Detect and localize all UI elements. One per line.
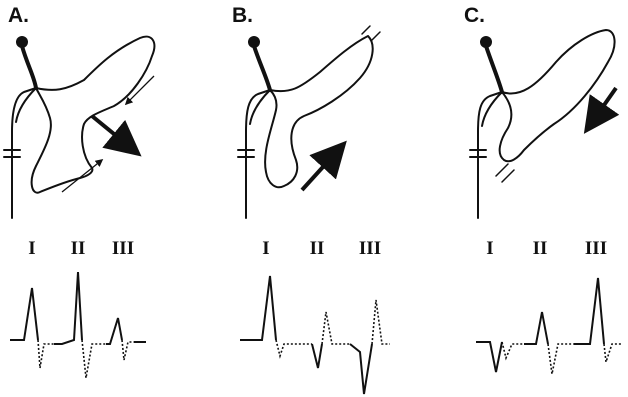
axon-stem: [478, 92, 502, 218]
roman-iii: III: [359, 238, 381, 259]
waveform-solid-ii: [54, 272, 82, 344]
waveform-solid-i: [240, 276, 276, 340]
roman-labels: I II III: [28, 238, 134, 259]
panel-a: A. I II III: [4, 4, 154, 378]
waveform-dotted-iii: [604, 344, 622, 362]
arrow-thick: [302, 146, 342, 190]
branch-inner: [482, 92, 502, 126]
panel-label: A.: [8, 4, 29, 27]
branch-loop: [265, 36, 373, 187]
waveform-dotted-i: [38, 340, 54, 368]
roman-labels: I II III: [486, 238, 607, 259]
arrow-thick: [588, 88, 616, 128]
waveform-solid-ii: [524, 312, 548, 344]
panel-c: C. I II III: [464, 4, 622, 374]
branch-loop: [500, 30, 615, 161]
axon-stem: [12, 88, 36, 218]
axon-upper: [22, 46, 36, 88]
roman-labels: I II III: [262, 238, 381, 259]
waveform-solid-iii: [106, 318, 122, 344]
waveform-dotted-i: [276, 340, 312, 356]
branch-inner: [250, 90, 270, 124]
waveform-solid-iii: [574, 278, 604, 344]
roman-i: I: [486, 238, 493, 259]
waveform-dotted-ii: [322, 312, 350, 344]
arrow-thick: [92, 116, 136, 152]
waveform-trace: [10, 272, 146, 378]
roman-ii: II: [71, 238, 86, 259]
panel-label: C.: [464, 4, 485, 27]
branch-inner: [16, 88, 36, 122]
roman-iii: III: [112, 238, 134, 259]
panel-b: B. I II III: [232, 4, 390, 394]
waveform-dotted-iii: [372, 300, 390, 344]
waveform-solid-iii: [350, 344, 372, 394]
waveform-solid-i: [476, 342, 502, 372]
cut-mark: [496, 164, 514, 182]
branch-loop: [32, 37, 155, 193]
roman-ii: II: [310, 238, 325, 259]
roman-iii: III: [585, 238, 607, 259]
waveform-dotted-ii: [82, 340, 106, 378]
waveform-dotted-i: [502, 342, 524, 358]
waveform-dotted-iii: [122, 340, 134, 360]
nerve-diagram: [4, 36, 154, 218]
arrow-thin-lower: [62, 160, 102, 192]
axon-upper: [486, 46, 502, 92]
roman-ii: II: [533, 238, 548, 259]
waveform-trace: [240, 276, 390, 394]
waveform-trace: [476, 278, 622, 374]
axon-upper: [254, 46, 270, 90]
nerve-diagram: [238, 26, 380, 218]
waveform-dotted-ii: [548, 344, 574, 374]
roman-i: I: [28, 238, 35, 259]
waveform-solid-ii: [312, 344, 322, 368]
waveform-solid-i: [10, 288, 38, 340]
panel-label: B.: [232, 4, 253, 27]
roman-i: I: [262, 238, 269, 259]
